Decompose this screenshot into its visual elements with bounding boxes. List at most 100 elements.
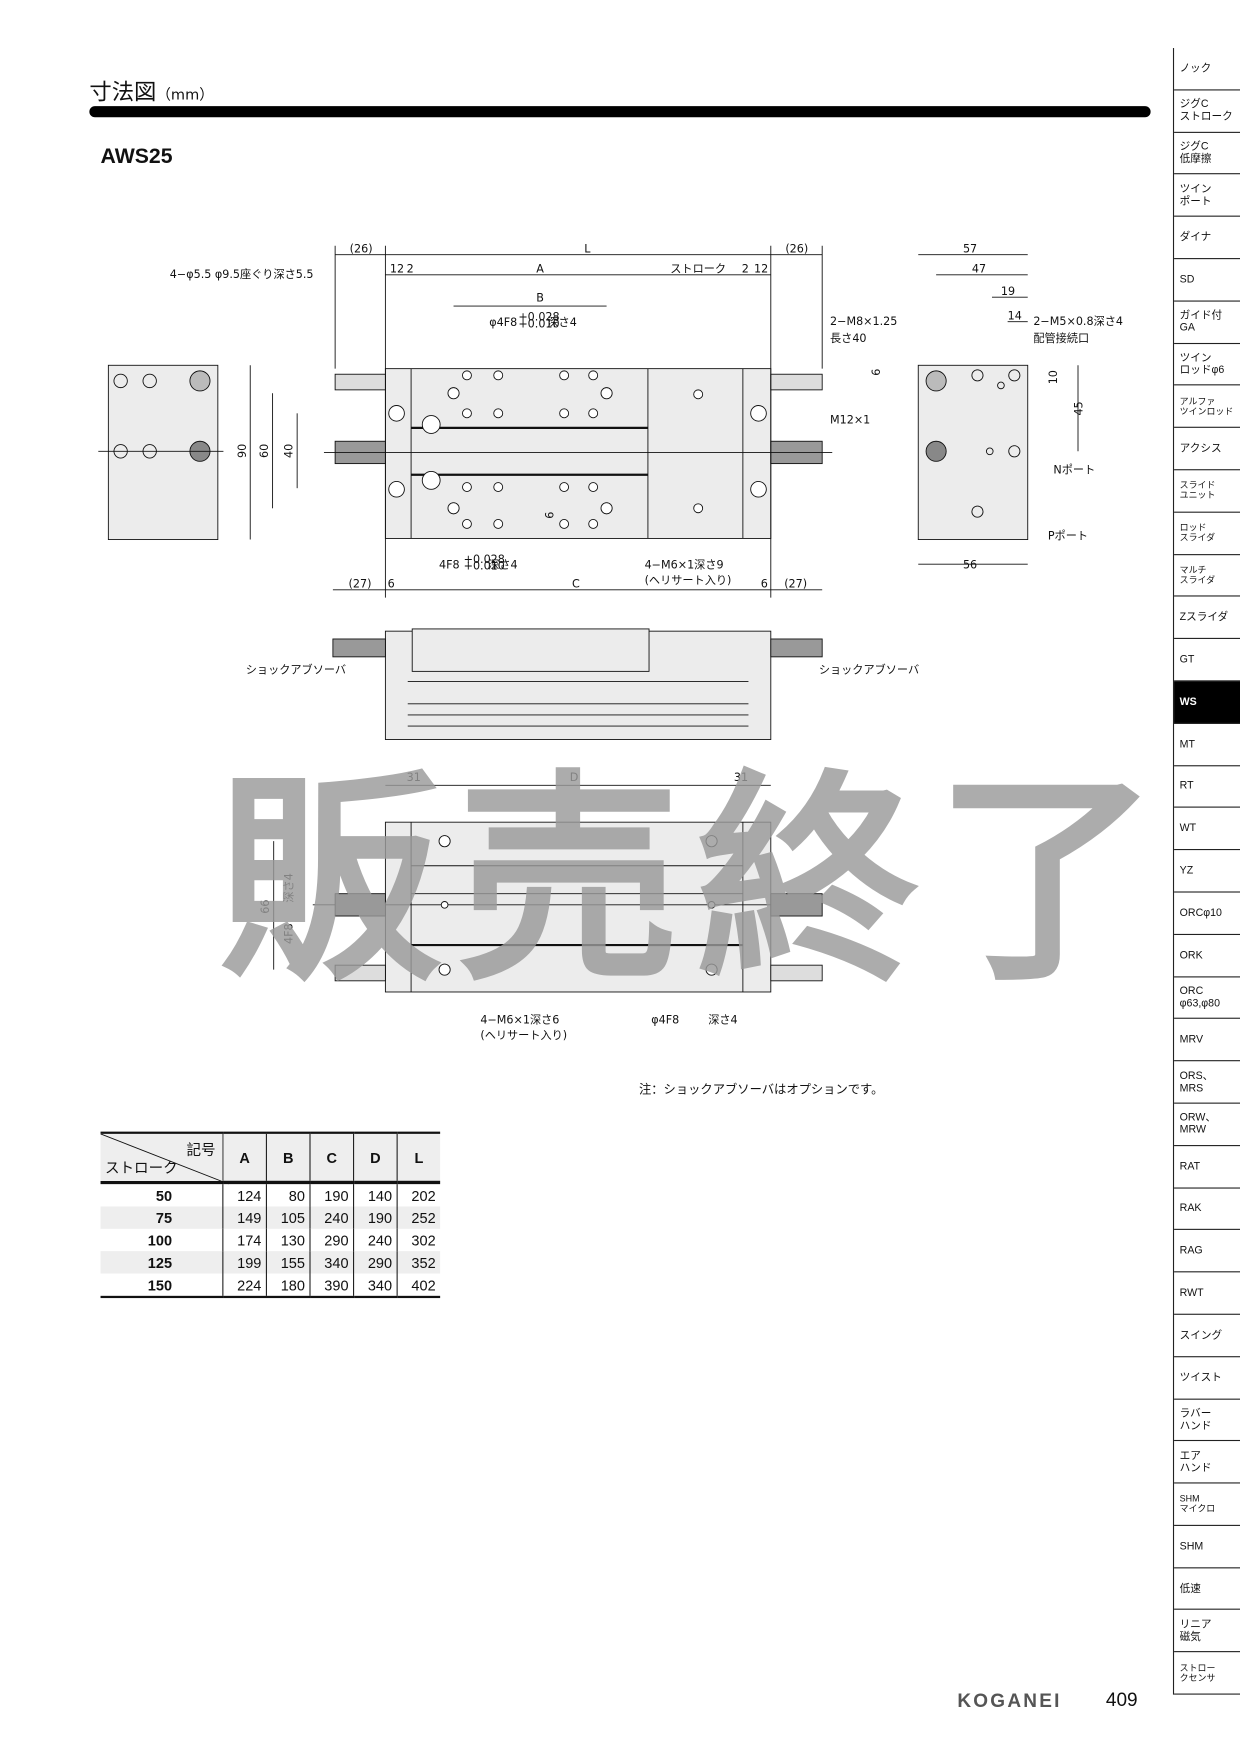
sidebar-tab[interactable]: ツイスト: [1174, 1357, 1240, 1400]
dim-9: 9: [868, 369, 881, 376]
sidebar-tab[interactable]: ガイド付 GA: [1174, 301, 1240, 344]
corner-diagonal: [100, 1133, 230, 1185]
value-cell: 252: [396, 1206, 441, 1229]
value-cell: 352: [396, 1251, 441, 1274]
label-bottom-helisert: (ヘリサート入り): [480, 1029, 567, 1042]
value-cell: 149: [222, 1206, 267, 1229]
sidebar-tab[interactable]: ORC φ63,φ80: [1174, 977, 1240, 1020]
sidebar-tab[interactable]: エア ハンド: [1174, 1441, 1240, 1484]
dim-12-left: 12: [390, 263, 404, 276]
sidebar-tab[interactable]: ORS、 MRS: [1174, 1061, 1240, 1104]
sidebar-tab[interactable]: ノック: [1174, 48, 1240, 91]
tolerance-lower-2: +0.010: [464, 560, 505, 573]
sidebar-tab[interactable]: 低速: [1174, 1568, 1240, 1611]
label-rod-length: 長さ40: [830, 332, 867, 345]
bottom-view: [273, 784, 823, 993]
label-pin-depth: 深さ4: [547, 315, 576, 329]
sidebar-tab[interactable]: ロッド スライダ: [1174, 512, 1240, 555]
label-port: 配管接続口: [1033, 331, 1089, 345]
label-helisert: (ヘリサート入り): [645, 574, 732, 587]
dim-D: D: [570, 771, 579, 784]
label-bottom-pin: φ4F8: [651, 1013, 679, 1026]
tolerance-upper: +0.028: [518, 311, 559, 324]
label-n-port: Nポート: [1053, 464, 1095, 477]
label-bottom-tapped: 4−M6×1深さ6: [480, 1012, 559, 1026]
dimension-drawing: (26) L (26) 12 2 A ストローク 2 12 B 4−φ5.5 φ…: [98, 242, 1123, 1042]
sidebar-tab[interactable]: マルチ スライダ: [1174, 555, 1240, 597]
value-cell: 224: [222, 1273, 267, 1299]
sidebar-tab[interactable]: リニア 磁気: [1174, 1610, 1240, 1653]
value-cell: 80: [265, 1182, 310, 1207]
sidebar-tab[interactable]: ツイン ポート: [1174, 175, 1240, 217]
sidebar-tab[interactable]: MRV: [1174, 1019, 1240, 1062]
label-bottom-pin-depth: 深さ4: [708, 1012, 737, 1026]
dim-66: 66: [259, 900, 272, 914]
dim-90: 90: [236, 444, 249, 458]
sidebar-tab[interactable]: ツイン ロッドφ6: [1174, 344, 1240, 386]
sidebar-tab[interactable]: ORW、 MRW: [1174, 1104, 1240, 1146]
sidebar-tab[interactable]: SHM: [1174, 1526, 1240, 1569]
sidebar-tab[interactable]: Zスライダ: [1174, 597, 1240, 640]
value-cell: 290: [353, 1251, 398, 1274]
right-end-view: [917, 254, 1079, 565]
dim-10: 10: [1047, 370, 1060, 384]
dim-12-right: 12: [754, 263, 768, 276]
note-text: 注：ショックアブソーバはオプションです。: [638, 1082, 884, 1097]
sidebar-tab[interactable]: RAT: [1174, 1146, 1240, 1189]
sidebar-tab[interactable]: RT: [1174, 766, 1240, 809]
label-mount-holes: 4−φ5.5 φ9.5座ぐり深さ5.5: [170, 267, 314, 281]
col-header: C: [309, 1131, 354, 1185]
sidebar-tab[interactable]: ジグC 低摩擦: [1174, 132, 1240, 175]
dim-ext-right: (26): [785, 242, 808, 255]
section-title: 寸法図（mm）: [89, 74, 213, 106]
dim-56: 56: [963, 559, 977, 572]
dim-31-left: 31: [407, 771, 421, 784]
sidebar-tab[interactable]: WT: [1174, 808, 1240, 851]
sidebar-tab[interactable]: スライド ユニット: [1174, 470, 1240, 513]
sidebar-tab[interactable]: SD: [1174, 259, 1240, 302]
sidebar-tab[interactable]: アクシス: [1174, 428, 1240, 471]
sidebar-tab[interactable]: ダイナ: [1174, 217, 1240, 260]
sidebar-tab[interactable]: ORK: [1174, 935, 1240, 977]
value-cell: 124: [222, 1182, 267, 1207]
sidebar-tab[interactable]: RAK: [1174, 1188, 1240, 1231]
value-cell: 390: [309, 1273, 354, 1299]
sidebar-tab[interactable]: WS: [1174, 681, 1240, 724]
dimension-labels: (26) L (26) 12 2 A ストローク 2 12 B 4−φ5.5 φ…: [170, 242, 1123, 1041]
label-rod: 2−M8×1.25: [830, 315, 897, 328]
sidebar-tab[interactable]: MT: [1174, 724, 1240, 766]
dim-2-left: 2: [407, 263, 414, 276]
sidebar-tab[interactable]: YZ: [1174, 850, 1240, 893]
sidebar-tab[interactable]: ORCφ10: [1174, 892, 1240, 935]
sidebar-tab[interactable]: GT: [1174, 639, 1240, 682]
dim-9-top: 9: [542, 512, 555, 519]
sidebar-tab[interactable]: ラバー ハンド: [1174, 1399, 1240, 1442]
brand-logo: KOGANEI: [957, 1690, 1062, 1712]
dim-47: 47: [972, 263, 986, 276]
label-pin-depth-2: 深さ4: [488, 558, 517, 572]
value-cell: 190: [309, 1182, 354, 1207]
dim-19: 19: [1001, 285, 1015, 298]
sidebar-tab[interactable]: RAG: [1174, 1230, 1240, 1273]
sidebar-tab[interactable]: スイング: [1174, 1315, 1240, 1357]
value-cell: 340: [309, 1251, 354, 1274]
label-pin-vertical: 4F8: [283, 923, 296, 944]
dim-57: 57: [963, 242, 977, 255]
stroke-cell: 150: [100, 1273, 223, 1299]
sidebar-tab[interactable]: ジグC ストローク: [1174, 90, 1240, 133]
sidebar-tab[interactable]: アルファ ツインロッド: [1174, 386, 1240, 429]
corner-symbol: 記号: [186, 1141, 216, 1159]
dim-ext-left: (26): [350, 242, 373, 255]
sidebar-tab[interactable]: ストロー クセンサ: [1174, 1653, 1240, 1695]
value-cell: 290: [309, 1228, 354, 1252]
label-pin-hole-2: 4F8: [439, 559, 460, 572]
value-cell: 340: [353, 1273, 398, 1299]
sidebar-tab[interactable]: RWT: [1174, 1272, 1240, 1315]
page-number: 409: [1105, 1689, 1138, 1711]
sidebar-tab[interactable]: SHM マイクロ: [1174, 1484, 1240, 1526]
label-absorber-right: ショックアブソーバ: [819, 663, 919, 677]
value-cell: 155: [265, 1251, 310, 1274]
col-header: D: [353, 1131, 398, 1185]
